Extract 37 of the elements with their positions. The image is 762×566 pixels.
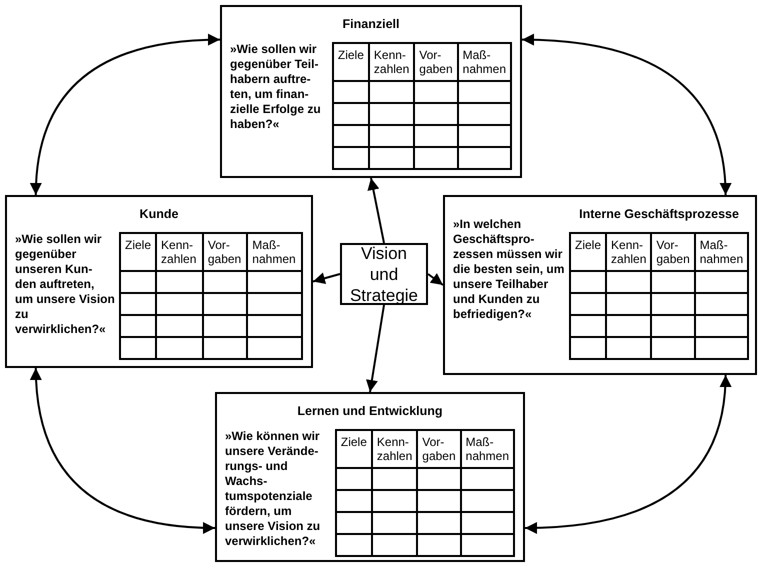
arrow	[30, 368, 216, 534]
column-header: Vor- gaben	[417, 430, 461, 468]
perspective-heading: Lernen und Entwicklung	[296, 403, 444, 420]
column-header: Vor- gaben	[202, 232, 248, 271]
column-header: Kenn- zahlen	[372, 430, 418, 468]
perspective-box	[443, 195, 757, 375]
arrow	[367, 178, 385, 244]
perspective-heading: Interne Geschäftsprozesse	[578, 206, 740, 223]
column-header: Ziele	[332, 42, 369, 81]
question-text: »Wie sollen wir gegenüber unseren Kun- den auftreten, um unsere Vision zu verwirklichen?«	[15, 232, 115, 338]
vision-box: Vision und Strategie	[340, 243, 428, 305]
perspective-box	[5, 195, 313, 368]
question-text: »In welchen Geschäftspro- zessen müssen wir die besten sein, um unsere Teilhaber und Kunden zu befriedigen?«	[453, 217, 565, 322]
arrow	[427, 273, 444, 286]
arrow	[366, 304, 385, 392]
column-header: Kenn- zahlen	[368, 42, 414, 81]
arrow	[524, 374, 731, 534]
column-header: Maß- nahmen	[458, 42, 511, 81]
perspective-heading: Kunde	[138, 206, 180, 223]
question-text: »Wie können wir unsere Verände- rungs- und Wachs- tumspotenziale fördern, um unsere Vision zu verwirklichen?«	[225, 428, 322, 550]
perspective-box	[220, 5, 522, 178]
arrow	[312, 272, 340, 284]
arrow	[522, 34, 731, 196]
column-header: Maß- nahmen	[460, 430, 514, 468]
question-text: »Wie sollen wir gegenüber Teil- habern auftre- ten, um finan- zielle Erfolge zu haben?«	[230, 42, 322, 133]
perspective-heading: Finanziell	[342, 16, 400, 33]
column-header: Kenn- zahlen	[156, 232, 203, 271]
column-header: Ziele	[570, 232, 606, 271]
column-header: Ziele	[336, 430, 372, 468]
column-header: Maß- nahmen	[247, 232, 302, 271]
perspective-box	[215, 392, 525, 562]
column-header: Vor- gaben	[414, 42, 458, 81]
arrow	[30, 34, 220, 196]
column-header: Maß- nahmen	[694, 232, 748, 271]
column-header: Kenn- zahlen	[606, 232, 652, 271]
column-header: Vor- gaben	[651, 232, 695, 271]
column-header: Ziele	[120, 232, 156, 271]
